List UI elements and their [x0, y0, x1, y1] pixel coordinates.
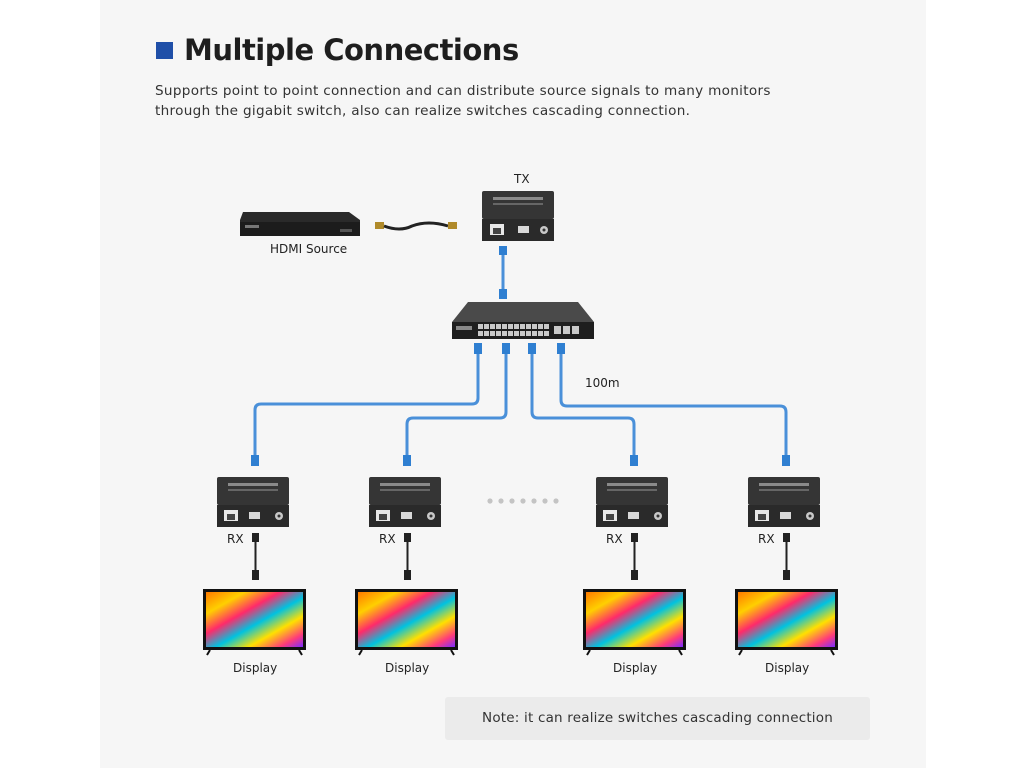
title-bullet-icon [156, 42, 173, 59]
ethernet-cable-tx [499, 246, 507, 299]
gigabit-switch [452, 302, 594, 339]
hdmi-source-device [240, 212, 360, 236]
more-receivers-ellipsis [487, 498, 559, 504]
display-label-1: Display [233, 661, 278, 675]
tx-label: TX [514, 172, 530, 186]
rx-extender-2 [369, 477, 441, 527]
note-text: Note: it can realize switches cascading … [482, 710, 833, 726]
page-description: Supports point to point connection and c… [155, 83, 771, 119]
distance-label: 100m [585, 376, 620, 390]
tx-extender [482, 191, 554, 241]
display-label-3: Display [613, 661, 658, 675]
hdmi-source-label: HDMI Source [270, 242, 348, 256]
display-monitor-3 [583, 589, 686, 656]
hdmi-cables-display [252, 533, 790, 580]
hdmi-cable [375, 221, 457, 231]
ethernet-cables-rx [253, 354, 788, 455]
display-monitor-2 [355, 589, 458, 656]
display-label-4: Display [765, 661, 810, 675]
rx-extender-3 [596, 477, 668, 527]
rx-label-4: RX [758, 532, 775, 546]
display-monitor-1 [203, 589, 306, 656]
rx-extender-1 [217, 477, 289, 527]
display-label-2: Display [385, 661, 430, 675]
note-box: Note: it can realize switches cascading … [445, 697, 870, 740]
rx-extender-4 [748, 477, 820, 527]
page-title: Multiple Connections [184, 33, 519, 67]
rx-label-2: RX [379, 532, 396, 546]
rx-label-1: RX [227, 532, 244, 546]
rj45-connectors [251, 343, 790, 466]
display-monitor-4 [735, 589, 838, 656]
rx-label-3: RX [606, 532, 623, 546]
